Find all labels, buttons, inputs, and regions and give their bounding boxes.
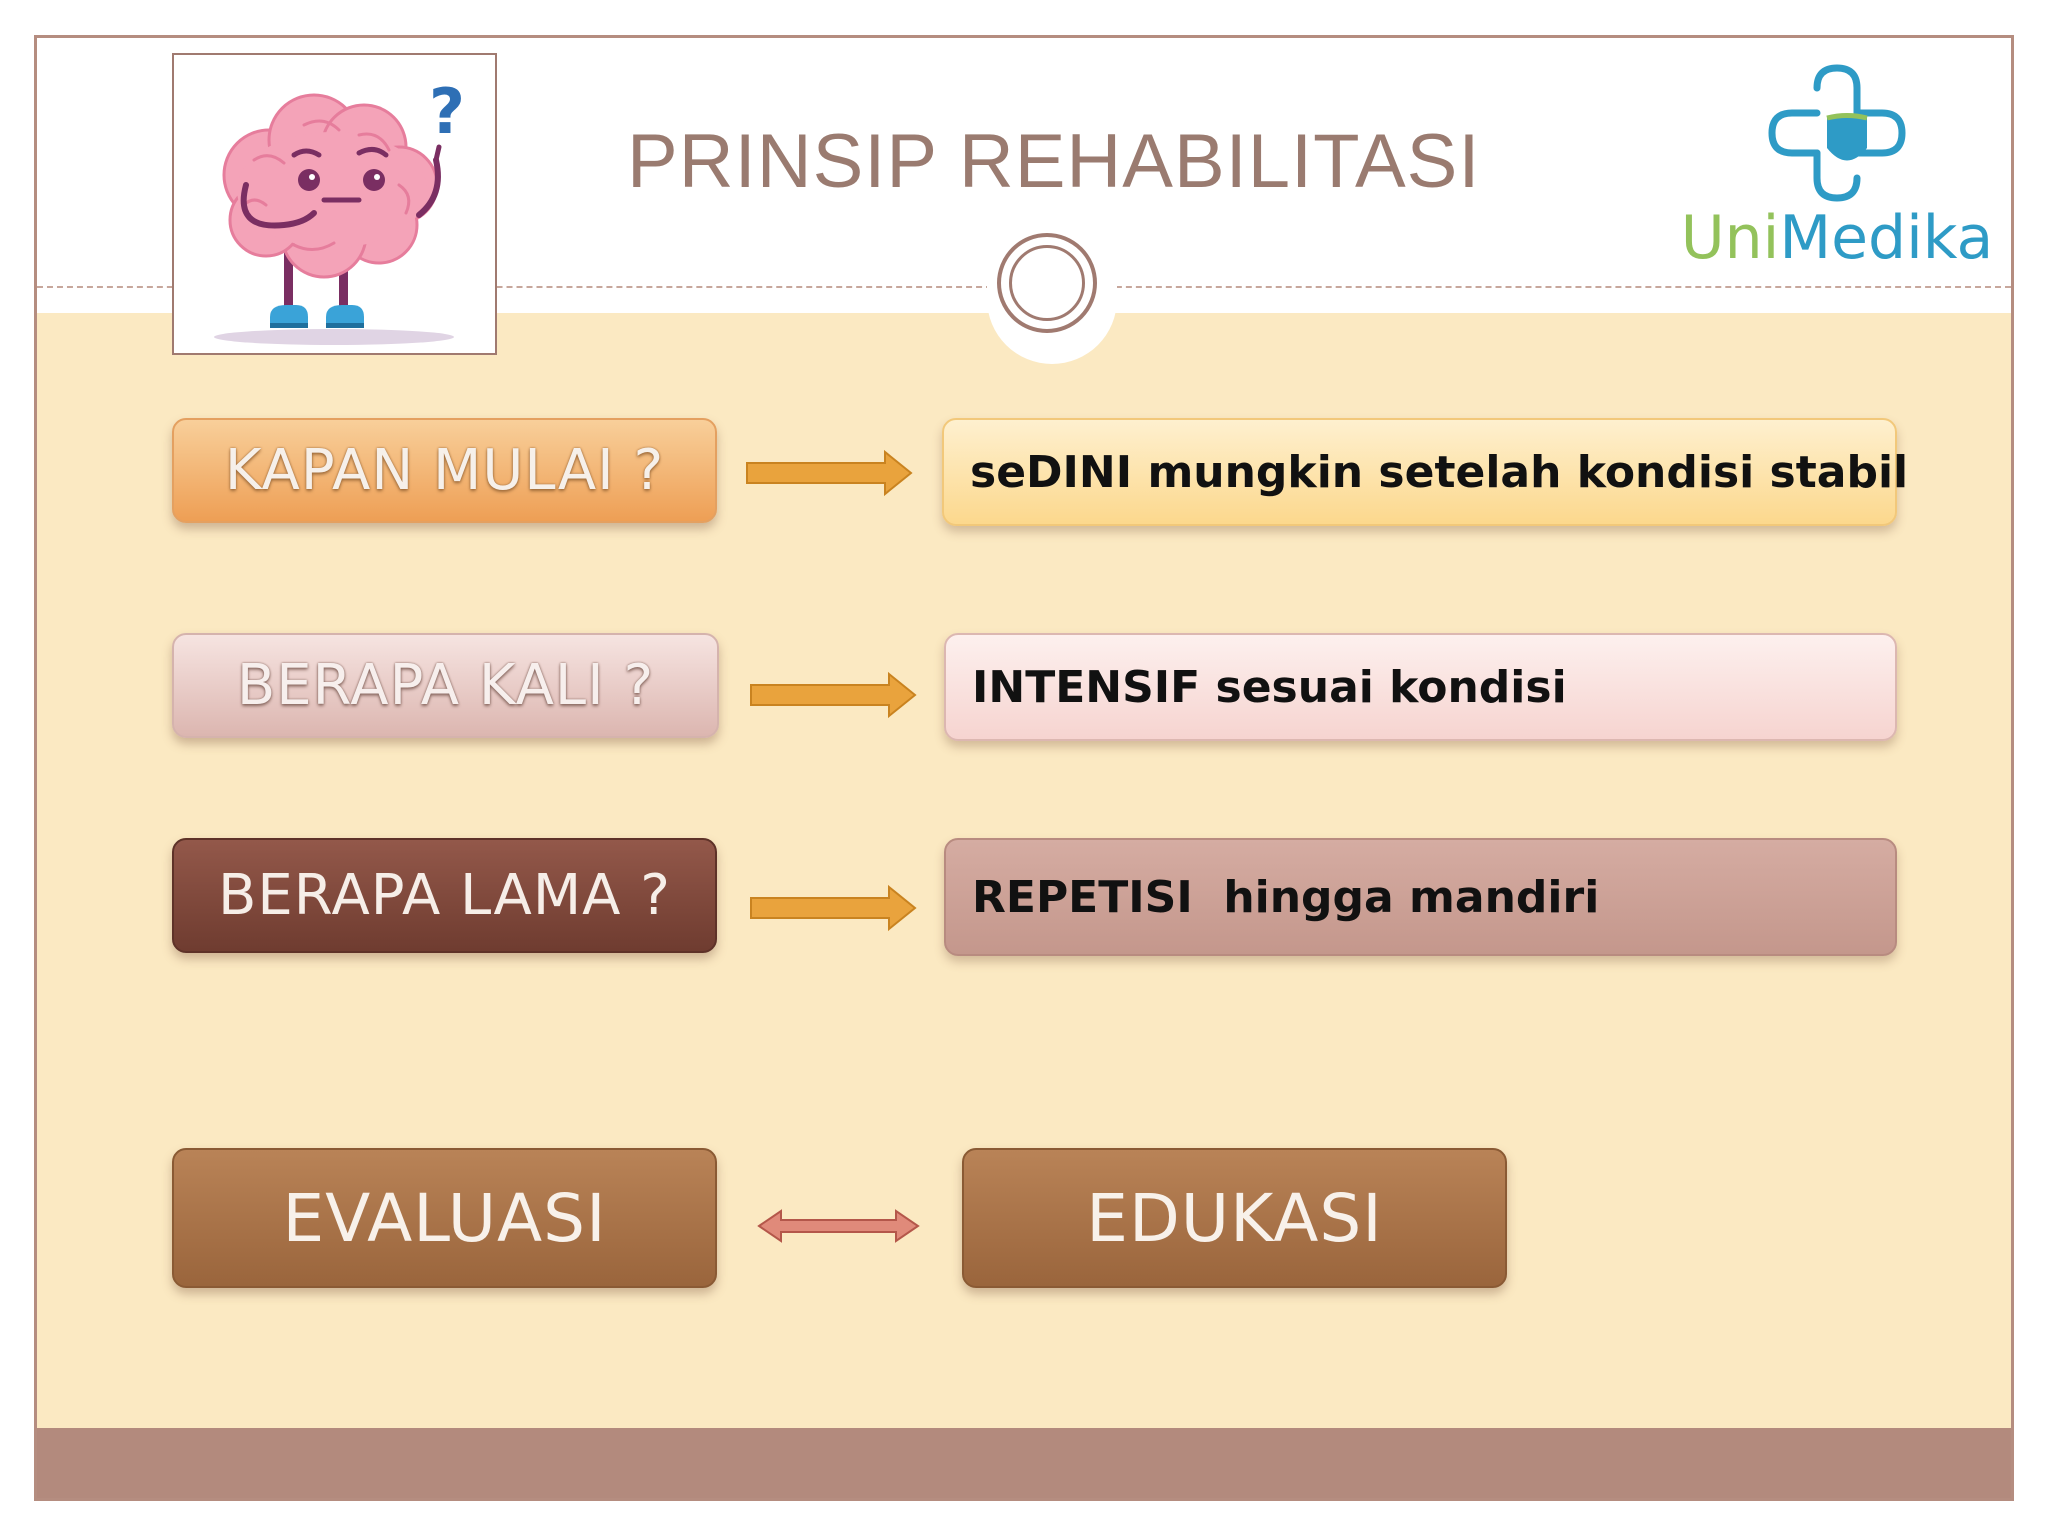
answer-label: REPETISI hingga mandiri (972, 871, 1600, 923)
right-arrow-icon (746, 449, 913, 497)
question-box-kapan-mulai: KAPAN MULAI ? (172, 418, 717, 523)
question-box-berapa-lama: BERAPA LAMA ? (172, 838, 717, 953)
thinking-brain-icon (214, 93, 454, 345)
evaluasi-box: EVALUASI (172, 1148, 717, 1288)
answer-label: seDINI mungkin setelah kondisi stabil (970, 446, 1909, 498)
right-arrow-icon (750, 884, 917, 932)
question-label: KAPAN MULAI ? (224, 438, 665, 503)
answer-box-repetisi: REPETISI hingga mandiri (944, 838, 1897, 956)
answer-label: INTENSIF sesuai kondisi (972, 661, 1567, 713)
brain-illustration: ? (172, 53, 497, 355)
page-title: PRINSIP REHABILITASI (627, 119, 1481, 204)
slide: ? PRINSIP REHABILITASI UniMedika KAPAN M… (34, 35, 2014, 1501)
logo-text: UniMedika (1677, 203, 1997, 273)
answer-box-sedini: seDINI mungkin setelah kondisi stabil (942, 418, 1908, 526)
evaluasi-label: EVALUASI (282, 1179, 607, 1257)
question-box-berapa-kali: BERAPA KALI ? (172, 633, 719, 738)
footer-band (37, 1428, 2011, 1498)
question-label: BERAPA LAMA ? (218, 863, 671, 928)
unimedika-logo: UniMedika (1677, 58, 1997, 288)
question-mark: ? (429, 75, 465, 148)
edukasi-box: EDUKASI (962, 1148, 1507, 1288)
double-arrow-icon (757, 1209, 920, 1243)
logo-text-medika: Medika (1779, 203, 1994, 273)
question-label: BERAPA KALI ? (236, 653, 655, 718)
edukasi-label: EDUKASI (1086, 1179, 1383, 1257)
logo-text-uni: Uni (1680, 203, 1780, 273)
right-arrow-icon (750, 671, 917, 719)
medical-cross-icon (1768, 64, 1906, 202)
ring-ornament-icon (997, 233, 1097, 333)
answer-box-intensif: INTENSIF sesuai kondisi (944, 633, 1897, 741)
